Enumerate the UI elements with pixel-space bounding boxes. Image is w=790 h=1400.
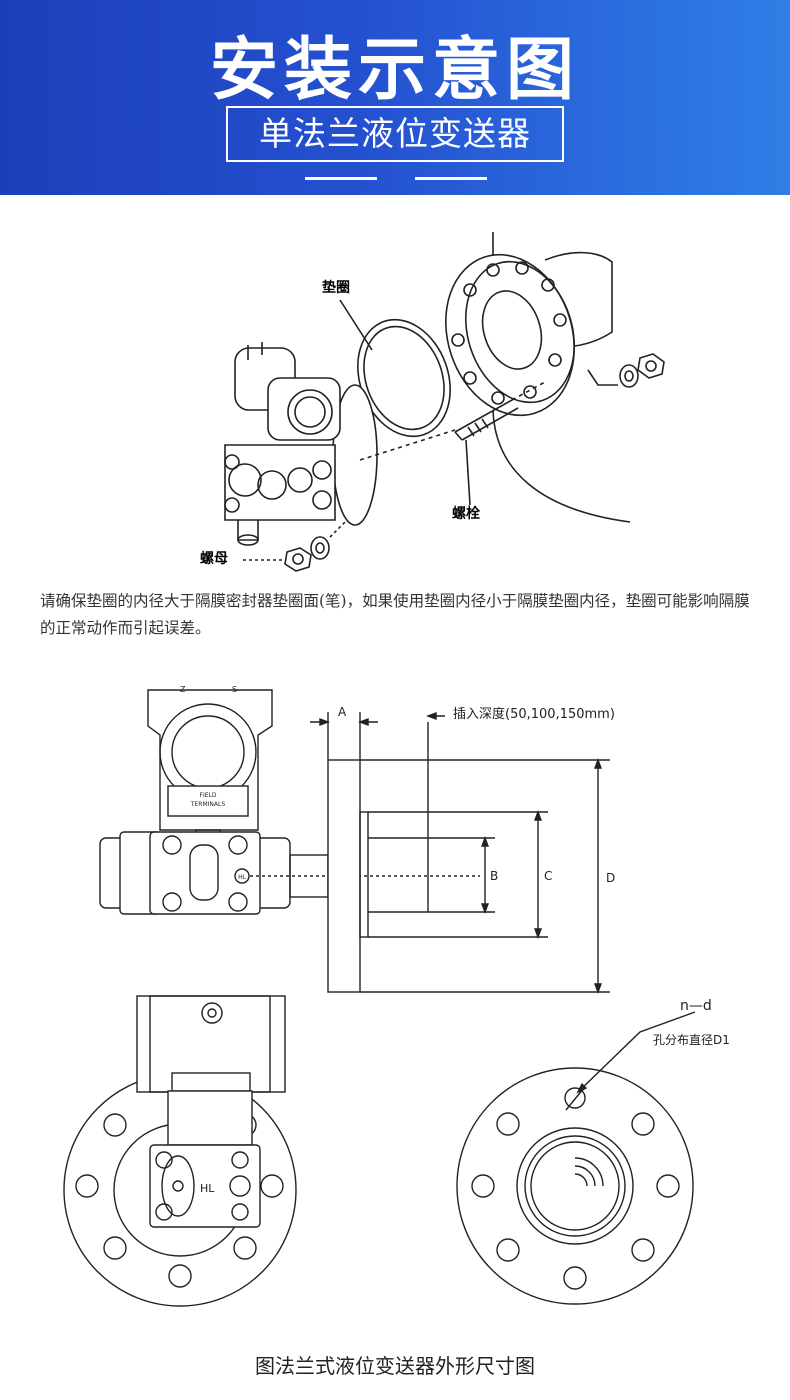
s-mark: S [232,685,237,694]
z-mark: Z [180,685,186,694]
d1-label: 孔分布直径D1 [653,1033,730,1047]
decorative-line-left [305,177,377,180]
dim-a-label: A [338,705,347,719]
figure-caption: 图法兰式液位变送器外形尺寸图 [255,1354,535,1378]
dim-d-label: D [606,871,615,885]
dim-c-label: C [544,869,552,883]
insertion-depth-label: 插入深度(50,100,150mm) [453,706,615,722]
hl-mark-small: HL [238,874,247,881]
page-subtitle: 单法兰液位变送器 [226,106,564,162]
install-note: 请确保垫圈的内径大于隔膜密封器垫圈面(笔)，如果使用垫圈内径小于隔膜垫圈内径，垫… [40,592,750,637]
bolt-label: 螺栓 [452,505,480,522]
installation-illustration: 垫圈 螺栓 螺母 [200,232,665,572]
decorative-line-right [415,177,487,180]
dim-b-label: B [490,869,498,883]
front-view-drawing: HL n—d 孔分布直径D1 [63,995,730,1307]
hl-label: HL [200,1182,215,1195]
field-terminals-line1: FIELD [200,792,217,799]
dimension-drawing: FIELD TERMINALS Z S HL [99,685,615,994]
page-title: 安装示意图 [209,31,580,110]
nut-label: 螺母 [200,550,228,567]
field-terminals-line2: TERMINALS [190,801,226,808]
gasket-label: 垫圈 [322,279,350,296]
header-banner: 安装示意图 单法兰液位变送器 [0,0,790,195]
nd-label: n—d [680,998,712,1014]
